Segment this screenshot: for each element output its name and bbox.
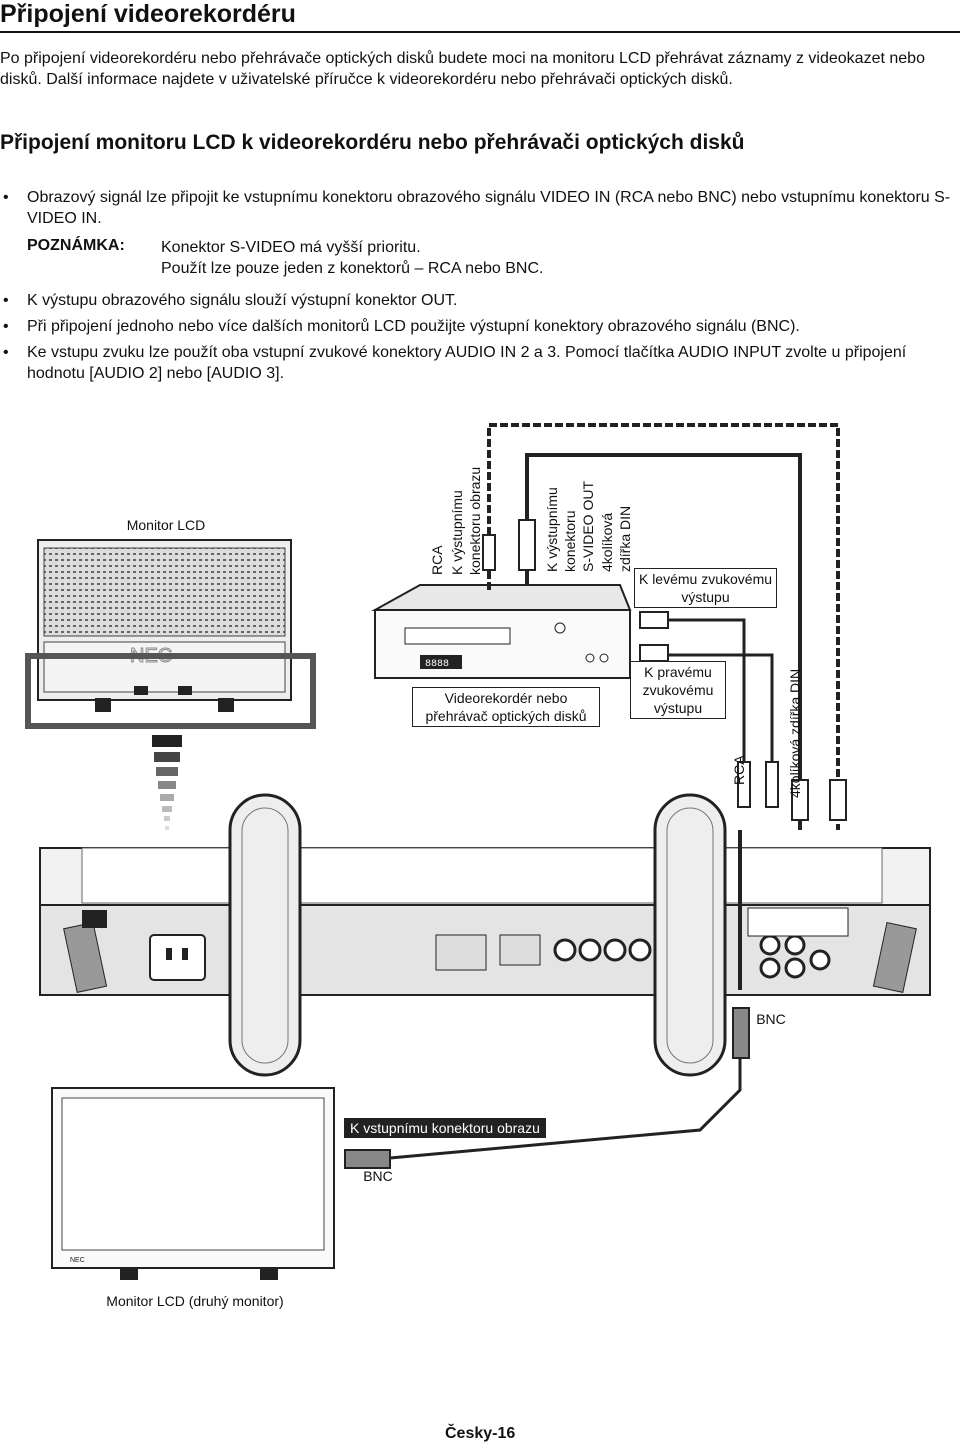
rca-plug-bottom: [765, 761, 779, 808]
rca-plug-bottom: [737, 761, 751, 808]
title-rule: [0, 31, 960, 33]
label-rca-bottom: RCA: [731, 755, 747, 785]
bullet-symbol: •: [3, 318, 9, 335]
note-text: Konektor S-VIDEO má vyšší prioritu. Použ…: [161, 237, 543, 279]
label-bnc-2: BNC: [363, 1168, 393, 1184]
din-plug-bottom: [791, 779, 809, 821]
label-vcr: Videorekordér nebo přehrávač optických d…: [412, 687, 600, 727]
bullet-video-out: • K výstupu obrazového signálu slouží vý…: [0, 290, 958, 311]
label-din-bottom: 4kolíková zdířka DIN: [787, 669, 803, 798]
nec-logo-second: NEC: [70, 1257, 85, 1264]
label-right-audio: K pravému zvukovému výstupu: [630, 661, 726, 719]
label-monitor-lcd: Monitor LCD: [126, 517, 206, 533]
label-din-2: zdířka DIN: [617, 506, 633, 572]
magnifier-left: [228, 793, 302, 1077]
label-bnc-1: BNC: [756, 1011, 786, 1027]
intro-paragraph: Po připojení videorekordéru nebo přehráv…: [0, 50, 925, 88]
bullet-symbol: •: [3, 292, 9, 309]
zoom-indicator: [152, 735, 182, 830]
bullet-video-in: • Obrazový signál lze připojit ke vstupn…: [0, 187, 958, 229]
vcr-device: 8888: [371, 584, 632, 679]
note-label: POZNÁMKA:: [27, 237, 125, 254]
bullet-text: Při připojení jednoho nebo více dalších …: [27, 318, 800, 335]
bullet-audio: • Ke vstupu zvuku lze použít oba vstupní…: [0, 342, 958, 384]
svideo-plug: [518, 519, 536, 571]
bullet-text: K výstupu obrazového signálu slouží výst…: [27, 292, 458, 309]
label-video-in-2: konektoru obrazu: [467, 467, 483, 575]
label-monitor-second: Monitor LCD (druhý monitor): [106, 1293, 284, 1309]
bullet-symbol: •: [3, 189, 9, 206]
connection-diagram: NEC: [25, 423, 931, 1280]
bnc-plug-second: [344, 1149, 391, 1169]
label-video-in-1: K výstupnímu: [449, 490, 465, 575]
label-svideo-2: konektoru: [562, 511, 578, 572]
monitor-second: NEC: [51, 1087, 335, 1280]
label-svideo-3: S-VIDEO OUT: [580, 481, 596, 572]
bullet-symbol: •: [3, 344, 9, 361]
label-rca-top: RCA: [429, 545, 445, 575]
page-number: Česky-16: [445, 1425, 516, 1442]
left-audio-plug: [639, 611, 669, 629]
label-din-1: 4kolíková: [599, 513, 615, 572]
monitor-lcd-rear: NEC: [25, 539, 316, 729]
din-plug-bottom: [829, 779, 847, 821]
rca-plug: [482, 534, 496, 571]
bullet-text: Obrazový signál lze připojit ke vstupním…: [27, 189, 951, 227]
note-line-1: Konektor S-VIDEO má vyšší prioritu.: [161, 239, 421, 256]
note-line-2: Použít lze pouze jeden z konektorů – RCA…: [161, 260, 544, 277]
vcr-display: 8888: [425, 659, 449, 670]
right-audio-plug: [639, 644, 669, 662]
monitor-rear-panel-closeup: [39, 847, 931, 996]
bnc-plug: [732, 1007, 750, 1059]
bullet-text: Ke vstupu zvuku lze použít oba vstupní z…: [27, 344, 907, 382]
label-left-audio: K levému zvukovému výstupu: [634, 568, 777, 608]
label-svideo-1: K výstupnímu: [544, 487, 560, 572]
magnifier-right: [653, 793, 727, 1077]
page-title: Připojení videorekordéru: [0, 0, 296, 28]
label-video-out: K vstupnímu konektoru obrazu: [344, 1118, 546, 1138]
bullet-bnc: • Při připojení jednoho nebo více dalšíc…: [0, 316, 958, 337]
section-title: Připojení monitoru LCD k videorekordéru …: [0, 131, 745, 154]
